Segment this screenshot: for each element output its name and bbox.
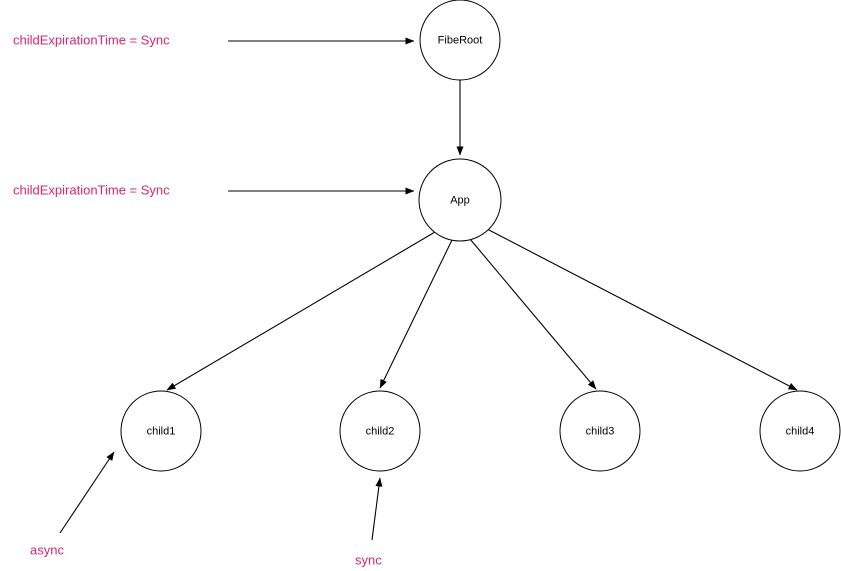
annotation-sync-arrow (371, 477, 383, 541)
annotation-texts-group: childExpirationTime = Sync childExpiratio… (13, 32, 382, 567)
node-fiberoot[interactable]: FibeRoot (419, 0, 501, 81)
node-app[interactable]: App (418, 158, 502, 242)
node-app-circle[interactable] (418, 158, 502, 242)
node-child1-label: child1 (147, 425, 176, 437)
edge-app-child3 (469, 238, 597, 390)
edge-app-child2 (379, 239, 453, 389)
node-app-label: App (450, 194, 470, 206)
node-child2[interactable]: child2 (339, 390, 421, 472)
node-child1[interactable]: child1 (120, 390, 202, 472)
annotation-fiberoot-label: childExpirationTime = Sync (13, 32, 170, 47)
annotation-async-arrow (59, 451, 115, 534)
edge-app-child1 (166, 231, 436, 391)
edge-app-child4 (486, 228, 798, 391)
node-child4-circle[interactable] (759, 390, 841, 472)
node-fiberoot-circle[interactable] (419, 0, 501, 81)
annotation-async-label: async (30, 542, 64, 557)
annotation-sync-label: sync (355, 552, 382, 567)
node-fiberoot-label: FibeRoot (438, 34, 483, 46)
annotation-arrows-group (59, 37, 415, 541)
node-child2-label: child2 (366, 425, 395, 437)
node-child1-circle[interactable] (120, 390, 202, 472)
node-child3[interactable]: child3 (559, 390, 641, 472)
edges-group (166, 80, 798, 391)
annotation-app-label: childExpirationTime = Sync (13, 182, 170, 197)
node-child3-circle[interactable] (559, 390, 641, 472)
node-child2-circle[interactable] (339, 390, 421, 472)
node-child4-label: child4 (786, 425, 815, 437)
node-child4[interactable]: child4 (759, 390, 841, 472)
node-child3-label: child3 (586, 425, 615, 437)
